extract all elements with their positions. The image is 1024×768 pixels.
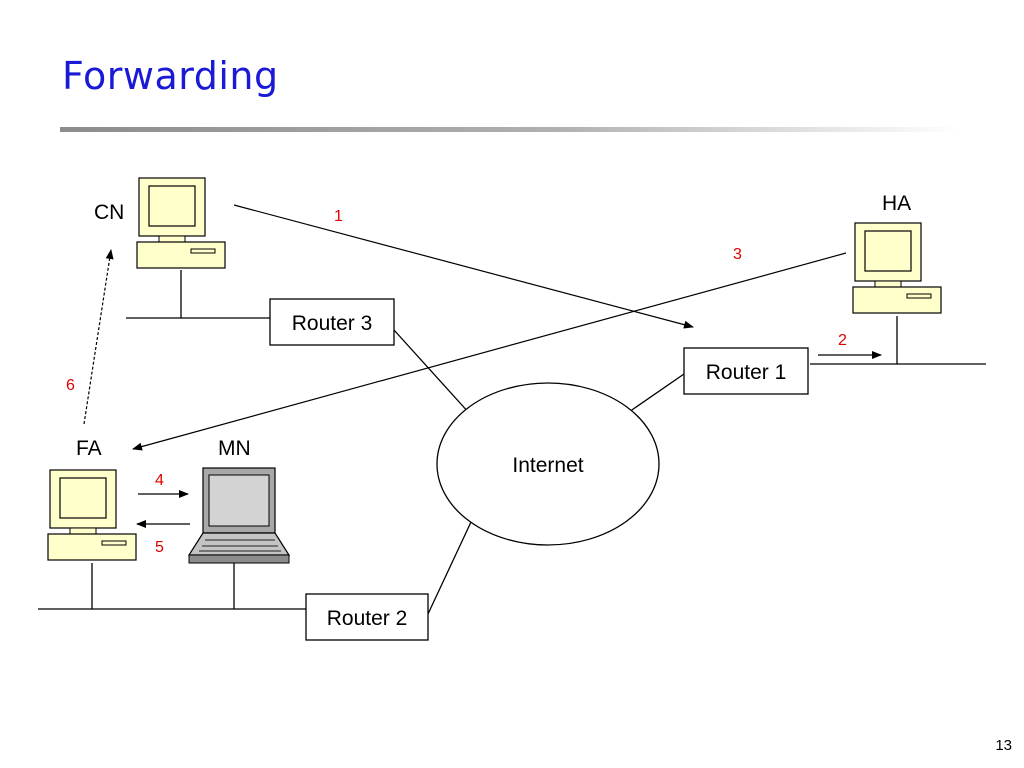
router-1-label: Router 1	[706, 361, 787, 384]
router3-internet-link	[393, 329, 471, 415]
arrow-step-1	[233, 204, 694, 329]
fa-computer-icon	[47, 469, 137, 561]
router1-internet-link	[625, 373, 685, 415]
cn-computer-icon	[136, 177, 226, 269]
title-divider	[60, 127, 960, 132]
arrow-step-6	[83, 249, 114, 425]
step-arrows	[83, 204, 882, 528]
step-2-label: 2	[838, 332, 847, 349]
network-segments	[38, 270, 986, 615]
page-number: 13	[995, 737, 1012, 754]
internet-label: Internet	[512, 454, 583, 477]
router-1: Router 1	[683, 347, 809, 395]
step-5-label: 5	[155, 539, 164, 556]
arrow-step-3	[132, 252, 847, 451]
ha-label: HA	[882, 192, 911, 215]
router-2: Router 2	[305, 593, 429, 641]
internet-cloud	[436, 382, 660, 546]
ha-computer-icon	[852, 222, 942, 314]
mn-laptop-icon	[187, 467, 291, 564]
router-3-label: Router 3	[292, 312, 373, 335]
fa-label: FA	[76, 437, 102, 460]
step-6-label: 6	[66, 377, 75, 394]
slide-title: Forwarding	[62, 54, 279, 98]
step-3-label: 3	[733, 246, 742, 263]
router-2-label: Router 2	[327, 607, 408, 630]
cn-label: CN	[94, 201, 124, 224]
step-1-label: 1	[334, 208, 343, 225]
router2-internet-link	[427, 521, 472, 615]
mn-label: MN	[218, 437, 251, 460]
router-3: Router 3	[269, 298, 395, 346]
step-4-label: 4	[155, 472, 164, 489]
